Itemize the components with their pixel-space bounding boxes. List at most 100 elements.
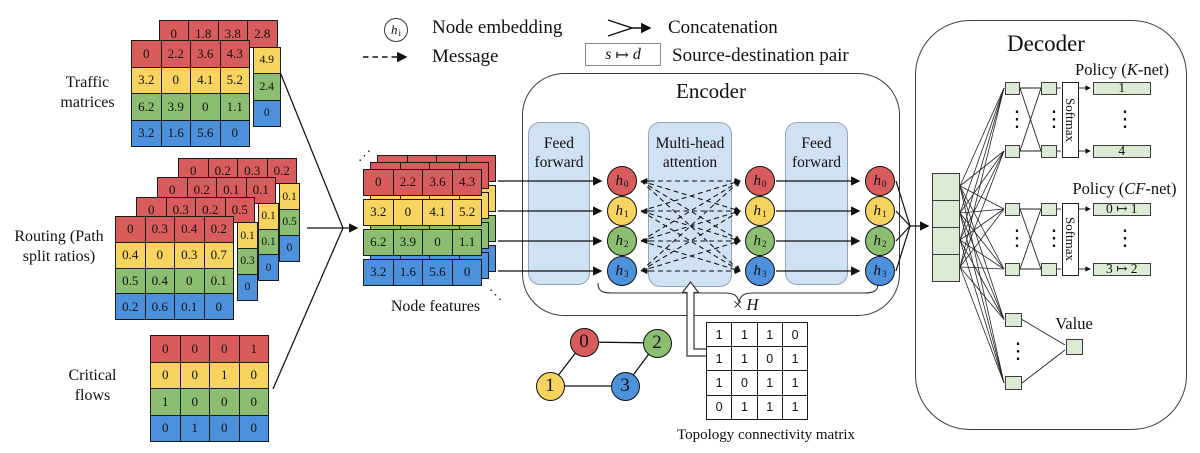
- matrix-cell: 0.5: [115, 267, 146, 295]
- knet-hidden-box: [1004, 81, 1020, 95]
- concatenation-arrows: [895, 180, 930, 272]
- matrix-cell: 3.6: [190, 40, 221, 68]
- matrix-cell: 6.2: [131, 93, 162, 121]
- matrix-cell: 0: [756, 346, 783, 372]
- matrix-cell: 1: [209, 361, 240, 389]
- matrix-cell: 0: [253, 99, 281, 127]
- matrix-cell: 0: [237, 273, 258, 301]
- matrix-cell: 0.3: [174, 241, 205, 269]
- matrix-cell: 0: [150, 335, 181, 363]
- value-ellipsis: ⋮: [1007, 338, 1029, 363]
- matrix-cell: 0: [219, 119, 250, 147]
- matrix-cell: 0.1: [258, 228, 279, 256]
- matrix-cell: 1: [706, 370, 733, 396]
- knet-output-bar: 4: [1093, 143, 1151, 158]
- decoder-fan-lines: [959, 87, 1005, 384]
- knet-output-bar: 1: [1093, 80, 1151, 95]
- knet-ellipsis: ⋮: [1043, 106, 1065, 131]
- matrix-cell: 1: [781, 346, 809, 372]
- matrix-cell: 1: [756, 322, 783, 348]
- matrix-cell: 1.1: [451, 228, 483, 256]
- matrix-cell: 0: [115, 216, 146, 243]
- matrix-cell: 1: [238, 335, 269, 363]
- matrix-cell: 1: [731, 346, 758, 372]
- matrix-cell: 1.6: [160, 119, 191, 147]
- matrix-cell: 5.6: [422, 258, 453, 286]
- matrix-cell: 0.1: [203, 267, 234, 295]
- matrix-cell: 0.1: [279, 183, 300, 211]
- decoder-title: Decoder: [1007, 31, 1085, 56]
- matrix-cell: 2.2: [392, 168, 424, 196]
- matrix-cell: 1: [756, 394, 783, 420]
- legend-sd-pair: Source-destination pair: [672, 45, 849, 66]
- matrix-cell: 0: [258, 254, 279, 282]
- node-features-label: Node features: [390, 298, 481, 315]
- matrix-cell: 0: [279, 234, 300, 262]
- cfnet-output-bar: 0 ↦ 1: [1093, 201, 1151, 216]
- matrix-cell: 0.7: [203, 241, 234, 269]
- cfnet-softmax-box: Softmax: [1061, 202, 1079, 276]
- matrix-cell: 0: [392, 198, 424, 226]
- matrix-cell: 1: [706, 322, 733, 348]
- graph-node-2: 2: [642, 328, 672, 358]
- matrix-cell: 1: [731, 394, 758, 420]
- matrix-cell: 1.8: [188, 20, 219, 48]
- legend-message: Message: [432, 46, 499, 67]
- matrix-cell: 3.6: [422, 168, 453, 196]
- knet-ellipsis: ⋮: [1114, 106, 1136, 131]
- matrix-cell: 0: [209, 388, 240, 416]
- matrix-cell: 0.6: [144, 293, 175, 321]
- decoder-input-box: [932, 253, 960, 282]
- matrix-cell: 4.1: [422, 198, 453, 226]
- matrix-cell: 0: [451, 258, 483, 286]
- matrix-cell: 0: [150, 361, 181, 389]
- knet-hidden-box: [1041, 81, 1057, 95]
- cfnet-hidden-box: [1041, 262, 1057, 276]
- graph-node-1: 1: [535, 371, 565, 401]
- matrix-cell: 2.4: [253, 73, 281, 101]
- matrix-cell: 0: [422, 228, 453, 256]
- knet-hidden-box: [1004, 144, 1020, 158]
- matrix-cell: 0: [179, 388, 210, 416]
- matrix-cell: 1: [781, 394, 809, 420]
- matrix-cell: 1: [731, 322, 758, 348]
- matrix-cell: 4.3: [451, 168, 483, 196]
- policy-knet-label: Policy (K-net): [1075, 60, 1169, 79]
- legend-icons: [363, 19, 652, 63]
- matrix-cell: 0: [160, 66, 191, 94]
- matrix-cell: 0: [238, 361, 269, 389]
- matrix-cell: 0: [781, 322, 809, 348]
- node-features-ellipsis-top: ⋰: [358, 148, 371, 163]
- matrix-cell: 0.4: [174, 216, 205, 243]
- matrix-cell: 1: [706, 346, 733, 372]
- matrix-cell: 3.2: [363, 258, 394, 286]
- knet-hidden-box: [1041, 144, 1057, 158]
- encoder-title: Encoder: [676, 79, 746, 103]
- matrix-cell: 3.9: [160, 93, 191, 121]
- matrix-cell: 5.2: [451, 198, 483, 226]
- input-converge-arrows: [272, 71, 359, 390]
- legend-concatenation: Concatenation: [668, 17, 778, 38]
- matrix-cell: 0.2: [115, 293, 146, 321]
- matrix-cell: 0.4: [144, 267, 175, 295]
- cfnet-hidden-box: [1004, 202, 1020, 216]
- graph-node-3: 3: [610, 371, 640, 401]
- sd-pair-icon: s ↦ d: [585, 43, 661, 66]
